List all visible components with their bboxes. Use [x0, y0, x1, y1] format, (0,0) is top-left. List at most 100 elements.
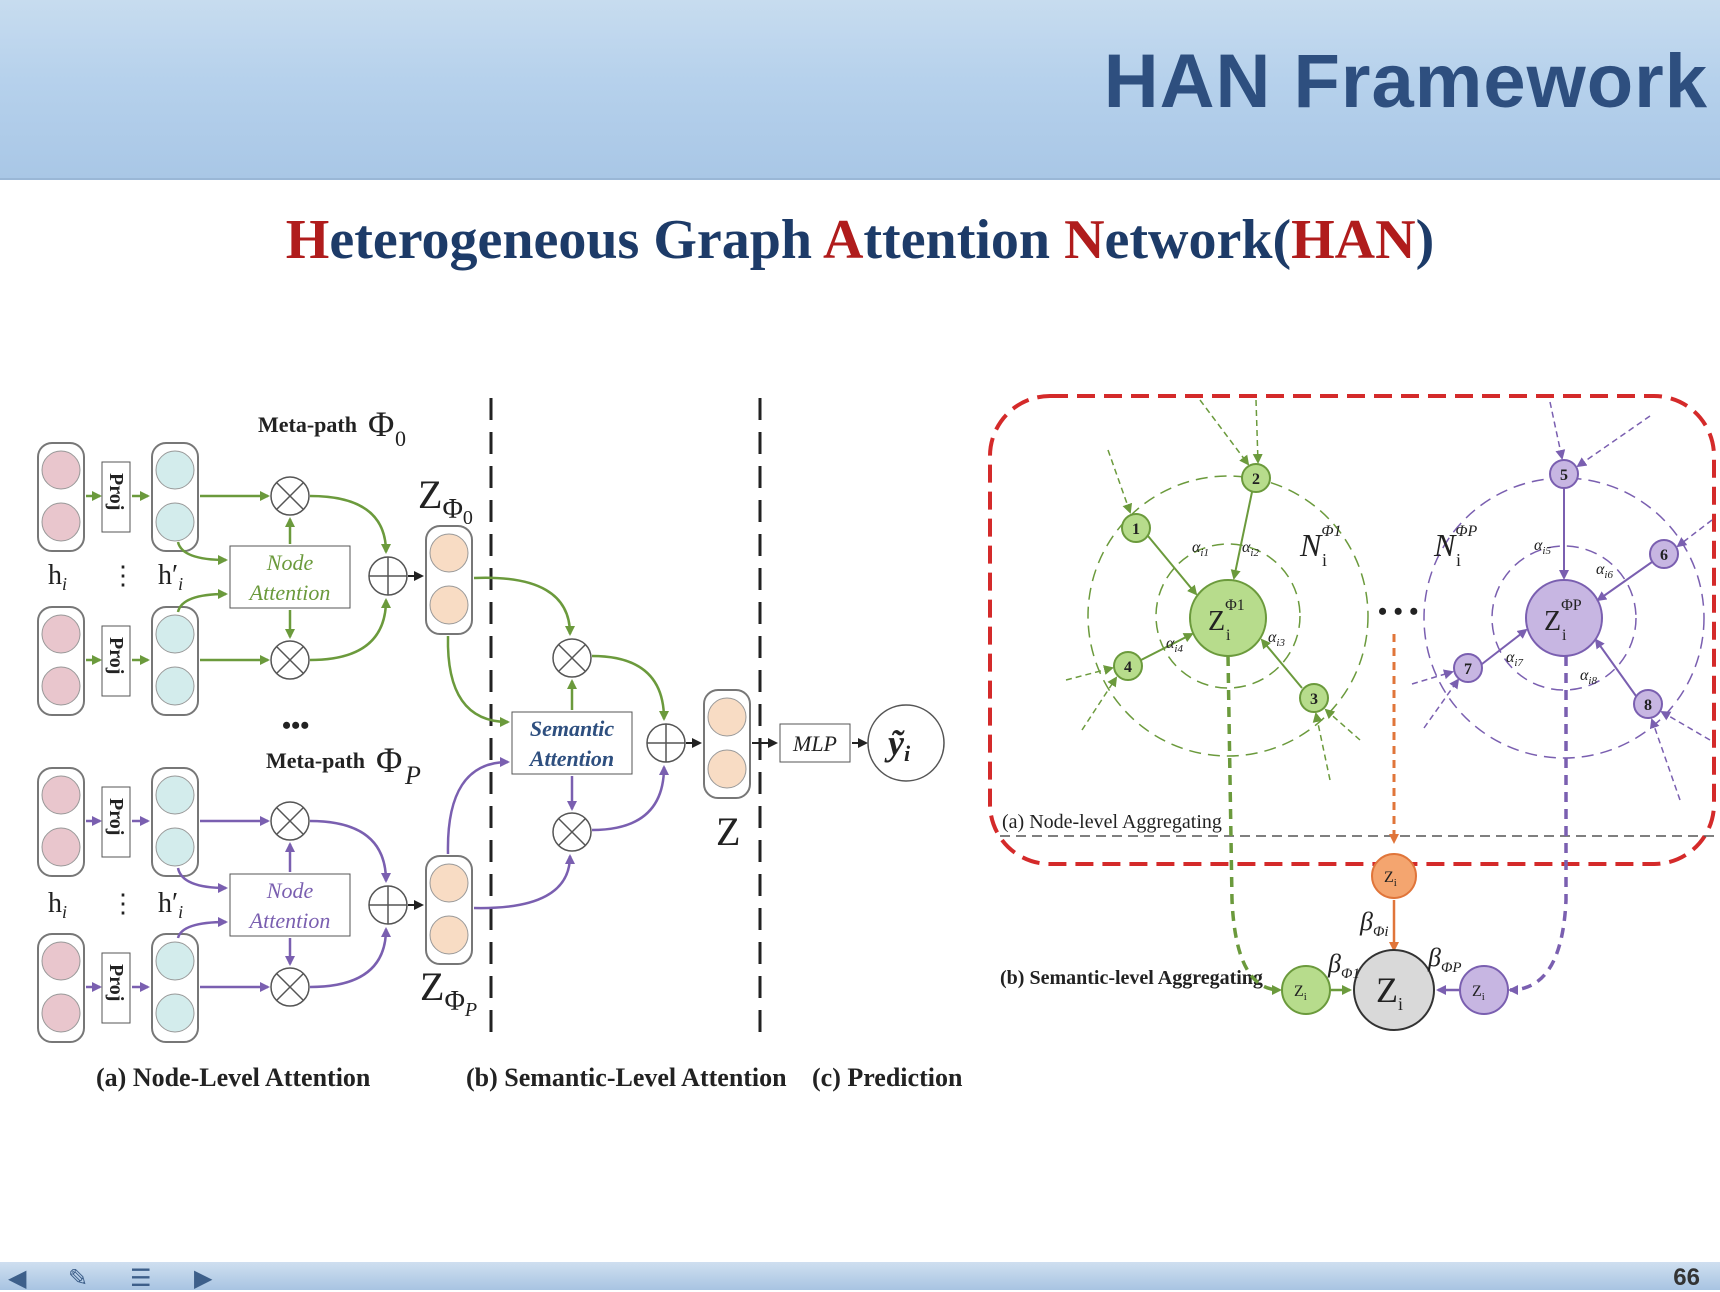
projected-stack-2: [151, 606, 199, 716]
multiply-op-semantic-bottom: [552, 812, 592, 852]
svg-text:5: 5: [1560, 467, 1568, 484]
caption-node-level-attention: (a) Node-Level Attention: [96, 1063, 371, 1092]
alpha-i1: αi1: [1192, 539, 1209, 559]
nav-forward-icon[interactable]: ▶: [194, 1264, 213, 1292]
node-level-aggregating-region: [988, 394, 1716, 866]
input-stack-3: [37, 767, 85, 877]
center-node-phiP: [1525, 579, 1603, 657]
phi0-symbol: Φ: [368, 404, 394, 444]
center-node-phi1: [1189, 579, 1267, 657]
multiply-op-purple-bottom: [270, 967, 310, 1007]
semantic-attention-line2: Attention: [528, 746, 614, 771]
input-stack-4: [37, 933, 85, 1043]
center-node-phi1-sub: i: [1226, 627, 1231, 644]
subtitle-letter-n: N: [1064, 209, 1105, 271]
alpha-i8: αi8: [1580, 667, 1597, 687]
vdots-bottom-1: ⋮: [110, 889, 136, 918]
projected-stack-1: [151, 442, 199, 552]
multiply-op-green-bottom: [270, 640, 310, 680]
final-embedding-stack: [703, 689, 751, 799]
svg-text:4: 4: [1124, 659, 1132, 676]
beta-phi-1-label: βΦ1: [1327, 949, 1360, 982]
projected-stack-3: [151, 767, 199, 877]
proj-box-3: [101, 786, 131, 858]
neighborhood-phiP-sub: i: [1456, 550, 1461, 570]
semantic-attention-box: [511, 711, 633, 775]
beta-phi-P-label: βΦP: [1427, 943, 1462, 976]
h-i-label-bottom: hi: [48, 888, 67, 922]
alpha-i6: αi6: [1596, 561, 1613, 581]
alpha-i5: αi5: [1534, 537, 1551, 557]
slide-header: HAN Framework: [0, 0, 1720, 180]
subtitle-letter-h: H: [285, 209, 330, 271]
final-embedding-node: [1353, 949, 1435, 1031]
proj-box-2: [101, 625, 131, 697]
proj-label-3: Proj: [105, 798, 127, 835]
subtitle-part-3: etwork(: [1104, 209, 1292, 271]
proj-label-1: Proj: [105, 473, 127, 510]
mlp-box: [779, 723, 851, 763]
neighbor-node-2: 2: [1241, 463, 1271, 493]
slide-footer: ◀ ✎ ☰ ▶ 66: [0, 1262, 1720, 1292]
neighborhood-phi1-label: NΦ1: [1299, 523, 1342, 563]
phiP-subscript: P: [404, 761, 421, 790]
proj-box-1: [101, 461, 131, 533]
phi0-subscript: 0: [395, 426, 406, 451]
svg-text:Zi: Zi: [1472, 983, 1485, 1003]
meta-path-dots: • • •: [1378, 597, 1418, 626]
subtitle-letter-a: A: [822, 209, 864, 271]
embedding-stack-phi0: [425, 525, 473, 635]
h-i-prime-label-top: h′i: [158, 560, 183, 594]
input-stack-2: [37, 606, 85, 716]
h-i-label-top: hi: [48, 560, 67, 594]
beta-phi-i-label: βΦi: [1359, 907, 1389, 940]
node-attention-purple-line1: Node: [266, 878, 314, 903]
proj-label-2: Proj: [105, 637, 127, 674]
z-phi0-label: ZΦ0: [418, 472, 473, 529]
alpha-i4: αi4: [1166, 635, 1183, 655]
svg-text:Zi: Zi: [1384, 869, 1397, 889]
subtitle-close: ): [1415, 209, 1435, 271]
mlp-label: MLP: [792, 731, 837, 756]
semantic-attention-line1: Semantic: [530, 716, 615, 741]
neighborhood-phi1-sub: i: [1322, 550, 1327, 570]
purple-semantic-node: Zi: [1459, 965, 1509, 1015]
multiply-op-green-top: [270, 476, 310, 516]
caption-semantic-level-aggregating: (b) Semantic-level Aggregating: [1000, 967, 1263, 989]
subtitle-part-1: eterogeneous Graph: [329, 209, 823, 271]
node-attention-box-purple: [229, 873, 351, 937]
neighbor-node-5: 5: [1549, 459, 1579, 489]
projected-stack-4: [151, 933, 199, 1043]
svg-text:1: 1: [1132, 521, 1140, 538]
neighbor-node-3: 3: [1299, 683, 1329, 713]
sum-op-semantic: [646, 723, 686, 763]
slide-title: HAN Framework: [1103, 39, 1708, 124]
multiply-op-semantic-top: [552, 638, 592, 678]
slide-subtitle: Heterogeneous Graph Attention Network(HA…: [0, 208, 1720, 272]
node-attention-green-line1: Node: [266, 550, 314, 575]
sum-op-green: [368, 556, 408, 596]
subtitle-part-2: ttention: [863, 209, 1065, 271]
multiply-op-purple-top: [270, 801, 310, 841]
node-attention-green-line2: Attention: [248, 580, 331, 605]
y-hat-label: ỹi: [884, 723, 911, 766]
neighbor-node-7: 7: [1453, 653, 1483, 683]
alpha-i2: αi2: [1242, 539, 1259, 559]
caption-prediction: (c) Prediction: [812, 1063, 963, 1092]
pencil-icon[interactable]: ✎: [68, 1264, 89, 1292]
caption-node-level-aggregating: (a) Node-level Aggregating: [1002, 811, 1222, 833]
sum-op-purple: [368, 885, 408, 925]
subtitle-han: HAN: [1291, 209, 1416, 271]
neighbor-node-1: 1: [1121, 513, 1151, 543]
node-attention-purple-line2: Attention: [248, 908, 331, 933]
neighborhood-phiP-label: NΦP: [1433, 523, 1478, 563]
svg-text:3: 3: [1310, 691, 1318, 708]
svg-text:Zi: Zi: [1294, 983, 1307, 1003]
proj-box-4: [101, 952, 131, 1024]
final-embedding-label: Zi: [1376, 970, 1403, 1014]
nav-back-icon[interactable]: ◀: [8, 1264, 27, 1292]
green-semantic-node: Zi: [1281, 965, 1331, 1015]
menu-icon[interactable]: ☰: [130, 1264, 152, 1292]
caption-semantic-level-attention: (b) Semantic-Level Attention: [466, 1063, 787, 1092]
